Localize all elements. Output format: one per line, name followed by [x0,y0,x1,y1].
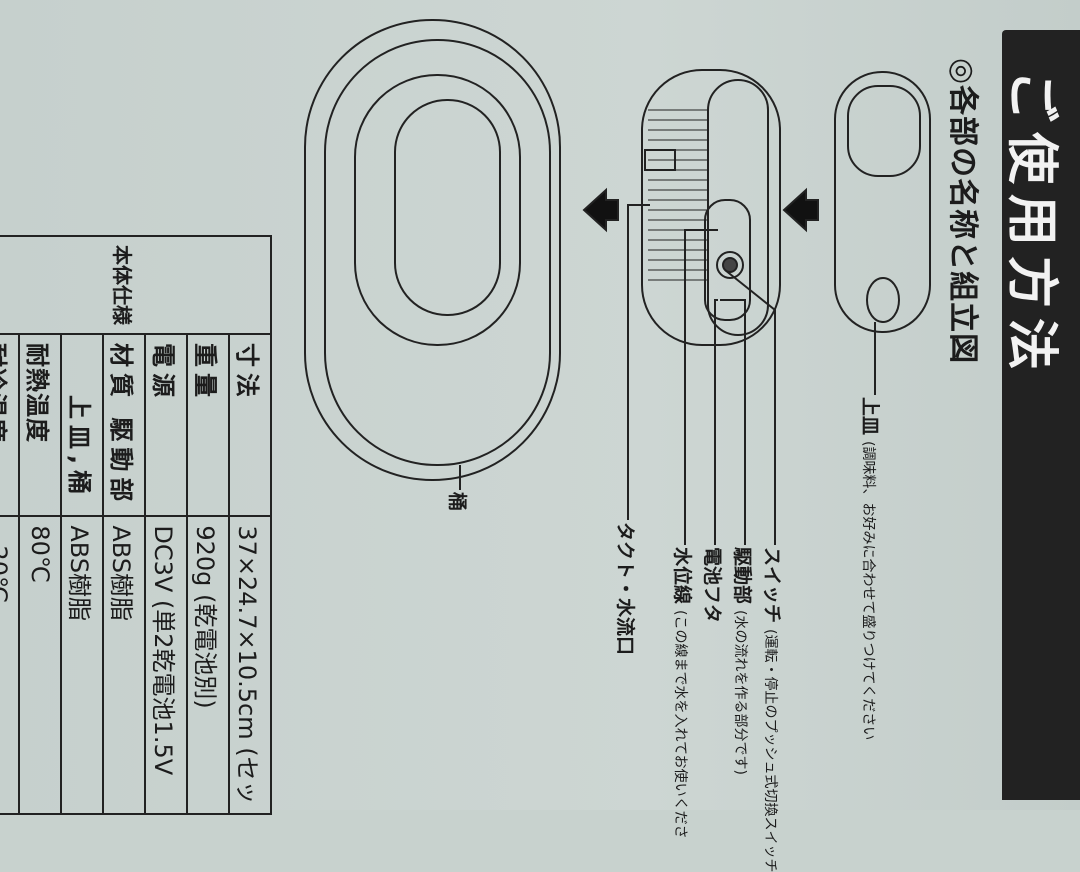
spec-label: 耐熱温度 [19,334,61,517]
drive-unit-drawing [627,69,781,545]
arrow-down-icon [782,187,819,233]
assembly-diagram [304,19,931,545]
spec-label: 重量 [187,334,229,517]
part-label-tub: 桶 [446,492,468,512]
spec-value: DC3V (単2乾電池1.5V [145,516,187,814]
spec-label: 材質 駆動部 [103,334,145,517]
part-label-battery-cover: 電池フタ [701,547,723,624]
spec-value: ABS樹脂 [61,516,103,814]
spec-label: 耐冷温度 [0,334,19,517]
spec-value: 80℃ [19,516,61,814]
upper-plate-drawing [834,71,931,395]
part-label-water-line: 水位線(この線まで水を入れてお使いくださ [671,547,693,839]
spec-header: 本体仕様 [0,236,271,334]
spec-value: ABS樹脂 [103,516,145,814]
spec-value: 920g (乾電池別) [187,516,229,814]
part-label-upper-plate: 上皿(調味料、お好みに合わせて盛りつけてください [859,397,881,741]
arrow-down-icon [582,187,619,233]
spec-label: 上皿,桶 [61,334,103,517]
spec-value: −20℃ [0,516,19,814]
tub-drawing [304,19,561,490]
part-label-drive-unit: 駆動部(水の流れを作る部分です) [731,547,753,775]
spec-label: 寸法 [229,334,271,517]
part-label-switch: スイッチ(運転・停止のプッシュ式切換スイッチ [761,547,783,872]
spec-value: 37×24.7×10.5cm (セッ [229,516,271,814]
part-label-outlet: タクト・水流口 [614,522,636,656]
spec-label: 電源 [145,334,187,517]
